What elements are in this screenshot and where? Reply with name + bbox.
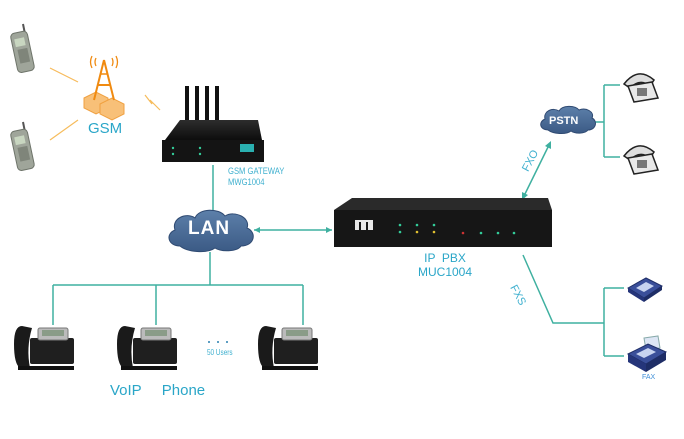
voip-phone-icon — [117, 326, 177, 370]
ellipsis-dots — [208, 341, 228, 343]
gsm-tower-icon — [83, 55, 125, 121]
desk-phone-icon — [627, 277, 663, 302]
wireless-link-gateway — [144, 94, 161, 111]
wireless-link-1 — [49, 67, 79, 83]
wireless-link-2 — [49, 119, 79, 141]
analog-phone-icon — [622, 145, 660, 175]
lan-label: LAN — [188, 218, 231, 239]
connection-lines — [52, 84, 624, 357]
pbx-label: IP PBX MUC1004 — [418, 251, 472, 279]
mobile-phone-icon — [10, 121, 35, 171]
fax-icon — [626, 335, 668, 372]
gateway-label-model: MWG1004 — [228, 177, 265, 187]
arrow-left — [254, 227, 260, 233]
gateway-device-icon — [162, 86, 264, 162]
fxs-line — [522, 254, 604, 324]
arrow-right — [326, 227, 332, 233]
voip-phone-icon — [14, 326, 74, 370]
fxo-line — [522, 142, 551, 199]
lan-cloud-icon — [168, 209, 254, 253]
pstn-label: PSTN — [549, 115, 579, 127]
mobile-phone-icon — [10, 23, 35, 73]
analog-phone-icon — [622, 73, 660, 103]
users-count-label: 50 Users — [207, 348, 233, 357]
arrow-fxo-top — [545, 141, 551, 149]
pbx-label-type: IP PBX — [424, 251, 466, 265]
voip-phone-label: VoIP Phone — [110, 382, 206, 399]
pbx-device-icon — [334, 198, 552, 247]
gsm-label: GSM — [88, 120, 123, 137]
pbx-label-model: MUC1004 — [418, 265, 473, 279]
fax-label: FAX — [642, 374, 656, 381]
wireless-links — [49, 67, 161, 141]
gateway-label-type: GSM GATEWAY — [228, 166, 285, 176]
voip-phone-icon — [258, 326, 318, 370]
pstn-cloud-icon — [540, 105, 596, 134]
gateway-label: GSM GATEWAY MWG1004 — [228, 166, 284, 188]
